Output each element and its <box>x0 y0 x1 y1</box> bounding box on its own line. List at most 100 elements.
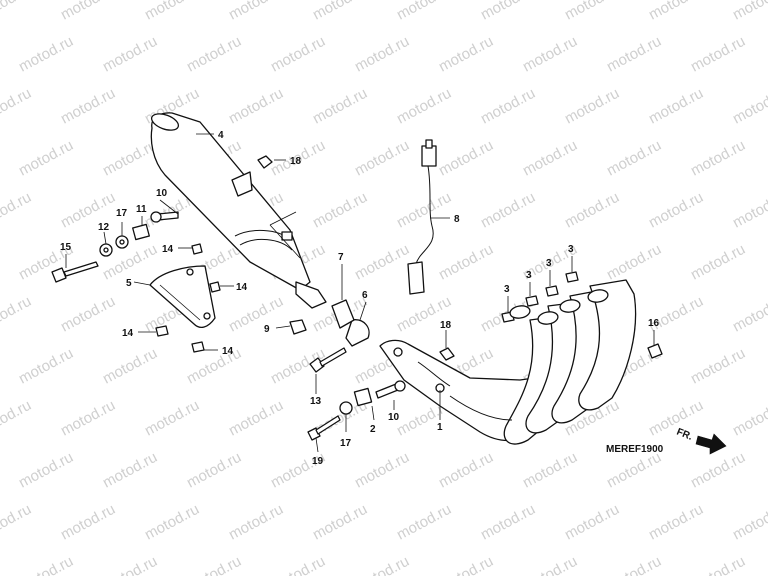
watermark-text: motod.ru <box>226 397 286 440</box>
callout-15: 15 <box>60 242 72 253</box>
watermark-text: motod.ru <box>646 85 706 128</box>
watermark-text: motod.ru <box>730 293 768 336</box>
callout-7: 7 <box>338 252 344 263</box>
callout-17-upper: 17 <box>116 208 128 219</box>
watermark-text: motod.ru <box>730 0 768 24</box>
watermark-text: motod.ru <box>436 137 496 180</box>
watermark-text: motod.ru <box>184 33 244 76</box>
callout-14-b: 14 <box>236 282 248 293</box>
watermark-text: motod.ru <box>58 397 118 440</box>
callout-12: 12 <box>98 222 110 233</box>
leader-lines <box>65 133 655 453</box>
watermark-text: motod.ru <box>226 0 286 24</box>
watermark-text: motod.ru <box>436 553 496 576</box>
watermark-text: motod.ru <box>478 85 538 128</box>
exhaust-header-part <box>379 279 637 445</box>
callout-18-lower: 18 <box>440 320 452 331</box>
watermark-text: motod.ru <box>310 0 370 24</box>
watermark-text: motod.ru <box>310 501 370 544</box>
watermark-text: motod.ru <box>310 189 370 232</box>
callout-3-c: 3 <box>546 258 552 269</box>
watermark-text: motod.ru <box>604 33 664 76</box>
callout-8: 8 <box>454 214 460 225</box>
watermark-text: motod.ru <box>478 0 538 24</box>
watermark-text: motod.ru <box>520 33 580 76</box>
watermark-text: motod.ru <box>268 33 328 76</box>
watermark-text: motod.ru <box>142 501 202 544</box>
watermark-text: motod.ru <box>184 449 244 492</box>
watermark-text: motod.ru <box>394 501 454 544</box>
watermark-text: motod.ru <box>604 241 664 284</box>
watermark-text: motod.ru <box>16 33 76 76</box>
o2-sensor-part <box>407 139 437 295</box>
watermark-text: motod.ru <box>352 33 412 76</box>
watermark-text: motod.ru <box>730 501 768 544</box>
watermark-text: motod.ru <box>0 85 34 128</box>
watermark-text: motod.ru <box>58 85 118 128</box>
front-direction-indicator: FR. <box>675 427 727 455</box>
watermark-text: motod.ru <box>688 33 748 76</box>
watermark-text: motod.ru <box>142 397 202 440</box>
watermark-text: motod.ru <box>730 85 768 128</box>
watermark-text: motod.ru <box>352 449 412 492</box>
heat-shield-part <box>149 265 216 329</box>
diagram-code: MEREF1900 <box>606 444 664 455</box>
callout-3-d: 3 <box>568 244 574 255</box>
watermark-text: motod.ru <box>100 33 160 76</box>
callout-3-b: 3 <box>526 270 532 281</box>
watermark-text: motod.ru <box>100 345 160 388</box>
watermark-text: motod.ru <box>604 137 664 180</box>
watermark-text: motod.ru <box>688 553 748 576</box>
callout-9: 9 <box>264 324 270 335</box>
callout-16: 16 <box>648 318 660 329</box>
callout-numbers: 4 18 10 11 17 12 15 14 5 14 14 14 9 7 6 … <box>60 130 660 467</box>
watermark-text: motod.ru <box>16 553 76 576</box>
watermark-text: motod.ru <box>0 501 34 544</box>
watermark-text: motod.ru <box>562 0 622 24</box>
watermark-text: motod.ru <box>0 0 34 24</box>
muffler-part <box>150 112 327 309</box>
callout-10-lower: 10 <box>388 412 400 423</box>
watermark-text: motod.ru <box>142 0 202 24</box>
watermark-text: motod.ru <box>184 345 244 388</box>
watermark-text: motod.ru <box>730 397 768 440</box>
watermark-text: motod.ru <box>436 33 496 76</box>
callout-5: 5 <box>126 278 132 289</box>
watermark-text: motod.ru <box>16 137 76 180</box>
watermark-text: motod.ru <box>478 189 538 232</box>
watermark-text: motod.ru <box>520 137 580 180</box>
watermark-text: motod.ru <box>352 241 412 284</box>
watermark-text: motod.ru <box>226 293 286 336</box>
watermark-text: motod.ru <box>100 449 160 492</box>
watermark-text: motod.ru <box>394 85 454 128</box>
watermark-text: motod.ru <box>646 293 706 336</box>
watermark-text: motod.ru <box>730 189 768 232</box>
watermark-text: motod.ru <box>520 449 580 492</box>
watermark-text: motod.ru <box>394 0 454 24</box>
watermark-text: motod.ru <box>310 85 370 128</box>
callout-3-a: 3 <box>504 284 510 295</box>
callout-2: 2 <box>370 424 376 435</box>
watermark-text: motod.ru <box>520 553 580 576</box>
callout-6: 6 <box>362 290 368 301</box>
watermark-text: motod.ru <box>646 0 706 24</box>
callout-11: 11 <box>136 204 147 215</box>
watermark-text: motod.ru <box>0 293 34 336</box>
watermark-text: motod.ru <box>0 189 34 232</box>
callout-4: 4 <box>218 130 224 141</box>
watermark-text: motod.ru <box>688 345 748 388</box>
callout-13: 13 <box>310 396 322 407</box>
watermark-text: motod.ru <box>436 241 496 284</box>
watermark-text: motod.ru <box>688 449 748 492</box>
watermark-text: motod.ru <box>268 553 328 576</box>
watermark-text: motod.ru <box>100 553 160 576</box>
watermark-text: motod.ru <box>226 501 286 544</box>
watermark-text: motod.ru <box>352 553 412 576</box>
callout-14-c: 14 <box>122 328 134 339</box>
watermark-text: motod.ru <box>16 345 76 388</box>
front-arrow-icon <box>695 433 727 455</box>
watermark-text: motod.ru <box>16 449 76 492</box>
callout-1: 1 <box>437 422 443 433</box>
